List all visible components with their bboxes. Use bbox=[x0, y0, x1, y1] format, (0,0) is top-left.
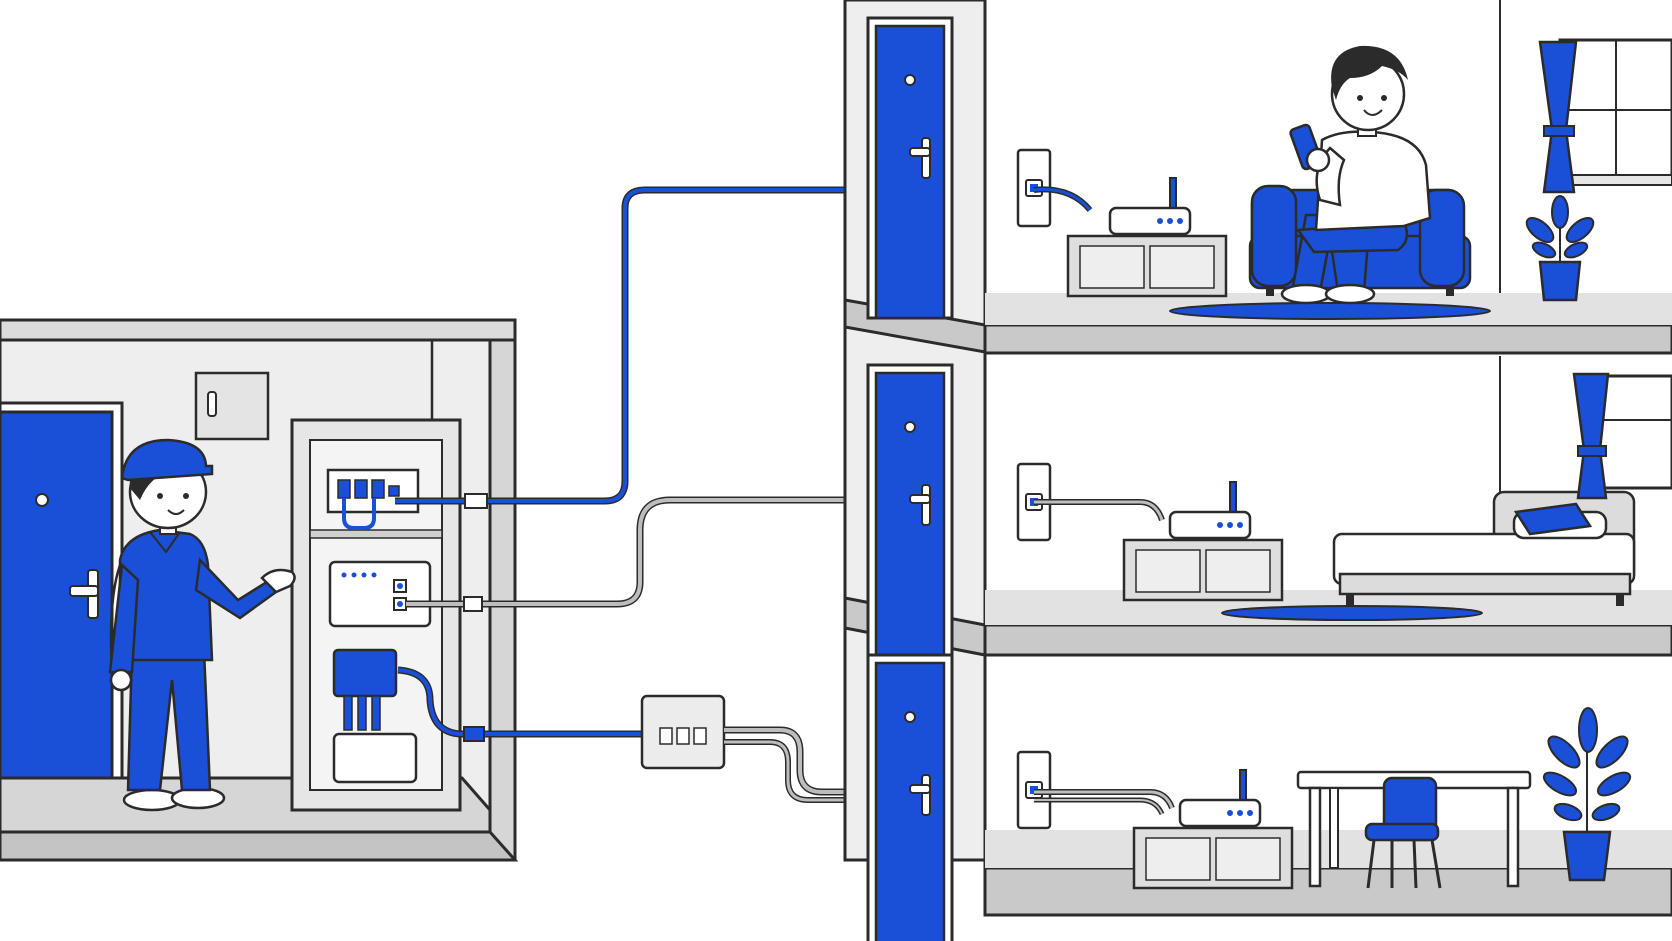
curtain-floor-3 bbox=[1538, 40, 1578, 194]
tv-stand-floor-2 bbox=[1122, 538, 1284, 602]
floor-2-bedroom bbox=[1016, 372, 1672, 621]
dining-chair bbox=[1364, 776, 1442, 889]
door-floor-3 bbox=[866, 16, 954, 320]
resident bbox=[1280, 45, 1432, 305]
utility-room bbox=[0, 318, 519, 862]
window-floor-3 bbox=[1549, 38, 1672, 186]
plant-floor-3 bbox=[1525, 195, 1595, 302]
apartment-building bbox=[843, 0, 1672, 941]
floor-1-dining-room bbox=[1016, 707, 1632, 890]
splitter-box bbox=[332, 648, 398, 731]
onu-modem bbox=[328, 560, 432, 628]
rug-floor-3 bbox=[1169, 302, 1491, 320]
utility-room-door bbox=[0, 401, 124, 780]
door-floor-1 bbox=[866, 653, 954, 941]
door-floor-2 bbox=[866, 363, 954, 667]
floor-3-living-room bbox=[1016, 38, 1672, 320]
network-cabinet bbox=[290, 418, 462, 812]
window-floor-2 bbox=[1594, 374, 1672, 490]
technician bbox=[108, 438, 296, 812]
tv-stand-floor-1 bbox=[1132, 826, 1294, 890]
cabling bbox=[395, 182, 1020, 803]
rug-floor-2 bbox=[1221, 605, 1483, 621]
tv-stand-floor-3 bbox=[1066, 234, 1228, 298]
electric-meter-box bbox=[194, 371, 270, 441]
plant-floor-1 bbox=[1542, 707, 1632, 882]
patch-panel bbox=[326, 468, 420, 530]
power-supply bbox=[332, 732, 418, 784]
bed bbox=[1332, 490, 1636, 606]
curtain-floor-2 bbox=[1572, 372, 1610, 500]
junction-box bbox=[640, 694, 726, 770]
